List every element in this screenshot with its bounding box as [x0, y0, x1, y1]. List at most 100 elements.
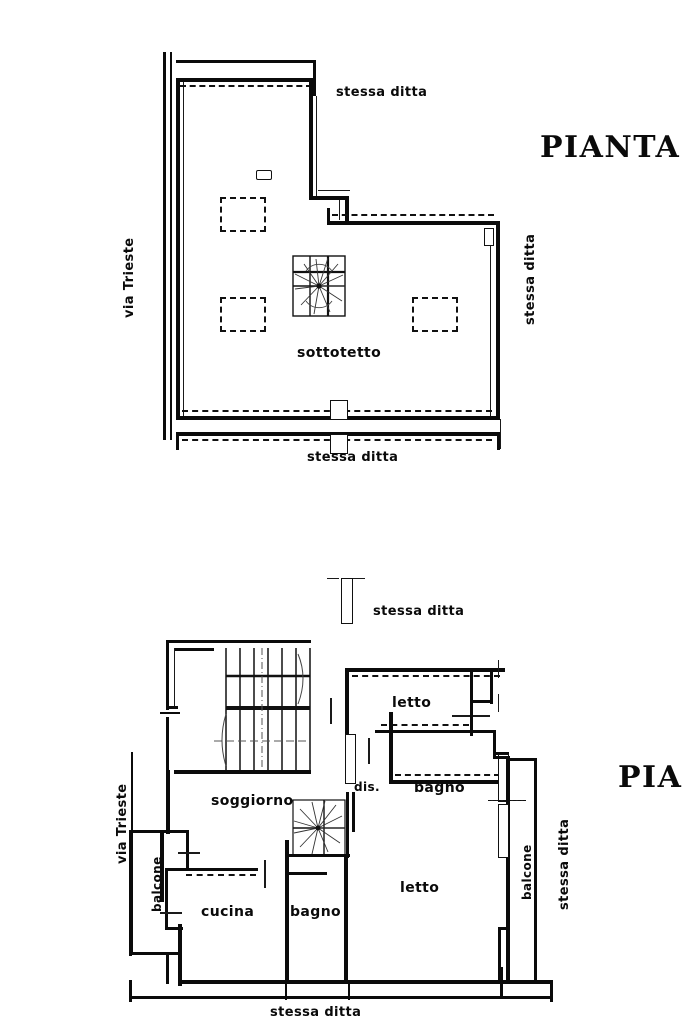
lower-cucina-top-wall — [180, 868, 258, 872]
lower-spiral-enclosure-stub — [352, 792, 355, 832]
upper-wall-step-vert-inner — [339, 200, 341, 220]
upper-wall-bay-right — [309, 78, 313, 199]
upper-wall-bay-right-inner — [316, 96, 318, 197]
upper-wall-right — [496, 221, 500, 419]
lower-right-exterior-wall — [506, 756, 510, 982]
lower-bagno-east-top-dashed — [381, 724, 469, 726]
upper-floor-plan: sottotetto stessa ditta stessa ditta via… — [0, 0, 683, 500]
lower-top-pilaster — [341, 578, 353, 624]
lower-letto-nord-right-jog — [470, 668, 474, 704]
lower-stairwell-bottom-wall — [174, 770, 311, 774]
room-label-letto-sud: letto — [400, 880, 440, 896]
lower-bagno-east-left-wall — [389, 712, 393, 784]
lower-top-pilaster-tick-b — [353, 578, 365, 580]
lower-balcone-west-outer — [129, 830, 133, 956]
lower-stairwell-jog-notch — [166, 706, 178, 709]
upper-wall-step-vert — [345, 196, 349, 224]
lower-right-exterior-top — [493, 756, 509, 760]
lower-top-pilaster-tick-a — [327, 578, 339, 580]
lower-letto-nord-right-tick-b — [498, 694, 500, 712]
lower-bagno-east-center-jog-b — [470, 730, 496, 734]
road-line-outer — [163, 52, 166, 440]
lower-soggiorno-window-tick — [178, 852, 200, 854]
lower-balcone-west-inner-wall — [186, 830, 190, 870]
lower-soggiorno-left-wall — [166, 770, 170, 834]
lower-cucina-top-wall-dashed — [186, 874, 256, 876]
lower-stairwell-top-wall — [166, 640, 311, 644]
upper-door-opening-outer — [330, 434, 348, 454]
lower-boundary-label-right-stessa-ditta: stessa ditta — [557, 818, 572, 910]
upper-top-stub-wall — [176, 60, 316, 63]
lower-bagno-west-left-wall — [285, 872, 289, 982]
lower-bagno-east-right-jog — [493, 730, 497, 756]
lower-balcone-west-rail — [165, 868, 169, 930]
room-label-bagno-ovest: bagno — [290, 904, 342, 920]
chimney-icon — [256, 170, 272, 180]
room-label-letto-nord: letto — [392, 695, 432, 711]
lower-bottom-band-left-run — [129, 996, 181, 1000]
lower-right-balcony-top — [506, 758, 536, 762]
room-label-sottotetto: sottotetto — [297, 345, 382, 361]
boundary-label-top-stessa-ditta: stessa ditta — [336, 85, 428, 100]
lower-letto-nord-left-wall — [345, 668, 349, 784]
lower-bagno-east-top-wall — [375, 730, 475, 734]
lower-letto-sud-notch — [498, 927, 508, 931]
lower-bottom-tick-c — [500, 967, 504, 999]
lower-cucina-partition-tick — [264, 860, 267, 888]
lower-letto-nord-right-tick — [498, 660, 500, 678]
lower-soggiorno-left-wall-lower — [160, 832, 164, 902]
upper-wall-niche-left — [327, 208, 330, 224]
lower-letto-nord-window — [345, 734, 356, 784]
lower-balcone-window-tick — [160, 912, 182, 914]
upper-right-edge-tick — [500, 419, 502, 449]
spiral-staircase-icon — [292, 255, 346, 317]
upper-door-opening-inner — [330, 400, 348, 420]
boundary-label-bottom-stessa-ditta: stessa ditta — [307, 450, 399, 465]
lower-floor-plan: stessa ditta — [0, 512, 683, 1024]
room-label-disimpegno: dis. — [354, 780, 381, 794]
lower-letto-nord-top-dashed — [352, 675, 500, 677]
lower-bagno-east-right-jog-b — [493, 752, 509, 756]
upper-wall-east-wing-top — [327, 221, 500, 225]
lower-bottom-band-left-end — [129, 980, 133, 1002]
upper-window-right — [484, 228, 494, 246]
lower-building-left-notch — [166, 952, 182, 956]
lower-stairwell-left-wall — [166, 640, 170, 710]
upper-top-stub-wall-right — [313, 60, 316, 96]
lower-stairwell-door-tick — [160, 712, 180, 714]
lower-bagno-east-bottom-wall — [389, 780, 506, 784]
skylight-left-upper — [220, 197, 266, 232]
lower-balcone-west-rail-bottom — [165, 927, 183, 931]
lower-letto-sud-notch-vert — [498, 927, 502, 981]
lower-bottom-outer-band — [178, 996, 553, 1000]
boundary-label-left-via-trieste: via Trieste — [122, 237, 137, 318]
room-label-balcone-ovest: balcone — [150, 856, 164, 912]
lower-bottom-tick-b — [348, 980, 351, 1000]
upper-wall-right-inner — [490, 232, 492, 418]
upper-wall-top — [176, 78, 313, 82]
room-label-balcone-est: balcone — [520, 844, 534, 900]
upper-outer-band-left — [176, 432, 179, 450]
room-label-bagno-est: bagno — [414, 780, 466, 796]
lower-balcone-west-bottom — [129, 952, 177, 956]
lower-stairwell-left-wall-lower — [166, 717, 170, 777]
lower-letto-nord-door-tick — [330, 698, 332, 724]
boundary-label-right-stessa-ditta: stessa ditta — [523, 233, 538, 325]
plan-title-upper: PIANTA — [540, 130, 681, 165]
upper-outer-band-right — [497, 432, 500, 450]
upper-wall-left — [176, 78, 180, 420]
straight-staircase-icon — [214, 648, 311, 770]
lower-road-line — [131, 752, 134, 952]
room-label-cucina: cucina — [201, 904, 255, 920]
lower-building-left-notch-vert — [166, 952, 170, 984]
room-label-soggiorno: soggiorno — [211, 793, 294, 809]
lower-bagno-east-bottom-dashed — [395, 774, 500, 776]
lower-right-balcony-rail — [534, 758, 538, 984]
lower-balcone-west-inner-wall-b — [165, 868, 189, 872]
lower-stairwell-left-jog — [174, 648, 176, 708]
plan-title-lower: PIAN — [618, 760, 683, 795]
lower-central-partition — [285, 840, 289, 876]
upper-wall-top-dashed — [180, 85, 312, 87]
lower-bottom-wall — [178, 980, 553, 984]
